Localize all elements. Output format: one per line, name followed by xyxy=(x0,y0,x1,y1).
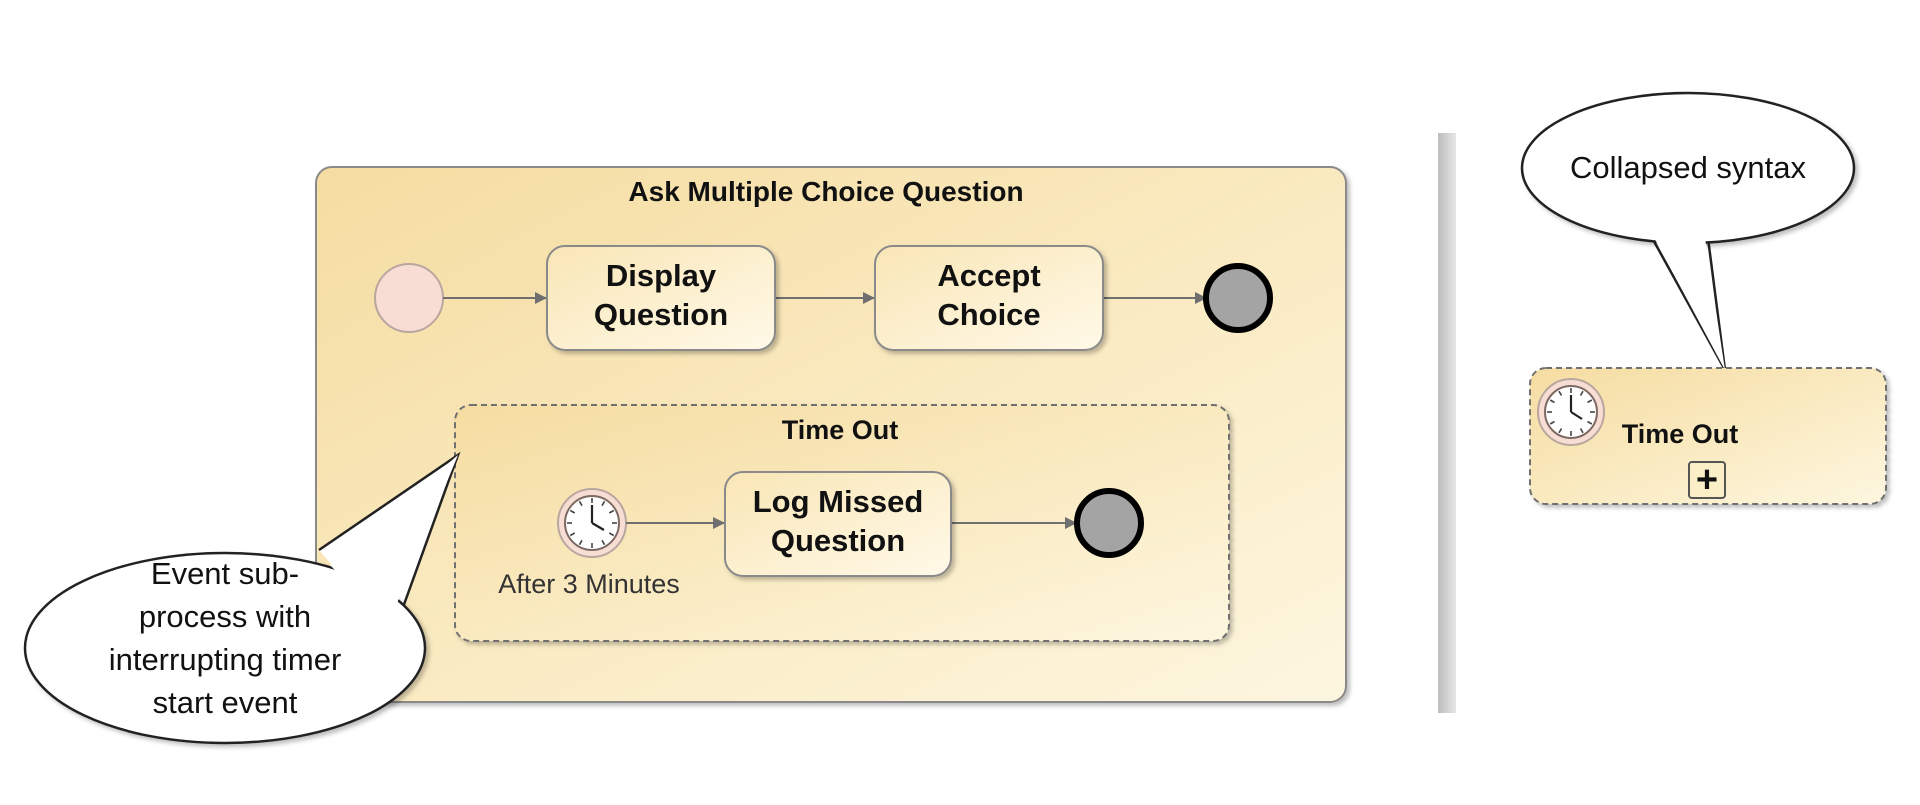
separator xyxy=(1438,133,1456,713)
callout-text: Event sub- xyxy=(151,556,299,591)
task-label: Question xyxy=(771,523,905,558)
collapsed-subprocess-title: Time Out xyxy=(1622,419,1739,449)
subprocess-title: Ask Multiple Choice Question xyxy=(628,176,1023,207)
task-display-question[interactable]: Display Question xyxy=(546,245,776,351)
task-label: Question xyxy=(594,297,728,332)
task-log-missed-question[interactable]: Log Missed Question xyxy=(724,471,952,577)
task-label: Display xyxy=(606,258,717,293)
callout-text: start event xyxy=(153,685,298,720)
clock-icon xyxy=(1537,378,1605,446)
end-event[interactable] xyxy=(1203,263,1273,333)
end-event[interactable] xyxy=(1074,488,1144,558)
collapsed-subprocess-time-out[interactable]: Time Out + xyxy=(1529,367,1887,505)
callout-text: process with xyxy=(139,599,311,634)
subprocess-ask-multiple-choice[interactable]: Ask Multiple Choice Question Display Que… xyxy=(315,166,1347,703)
event-subprocess-title: Time Out xyxy=(782,415,899,445)
event-subprocess-time-out[interactable]: Time Out xyxy=(454,404,1230,642)
callout-text: interrupting timer xyxy=(109,642,342,677)
callout-text: Collapsed syntax xyxy=(1570,150,1807,185)
timer-label: After 3 Minutes xyxy=(498,569,680,599)
expand-marker: + xyxy=(1696,459,1718,501)
start-event[interactable] xyxy=(374,263,444,333)
callout-event-subprocess: Event sub- process with interrupting tim… xyxy=(23,451,461,745)
task-label: Log Missed xyxy=(753,484,924,519)
callout-collapsed-syntax: Collapsed syntax xyxy=(1520,91,1856,371)
task-accept-choice[interactable]: Accept Choice xyxy=(874,245,1104,351)
plus-icon[interactable]: + xyxy=(1688,459,1726,501)
task-label: Choice xyxy=(937,297,1040,332)
clock-icon[interactable] xyxy=(557,488,627,558)
task-label: Accept xyxy=(937,258,1040,293)
